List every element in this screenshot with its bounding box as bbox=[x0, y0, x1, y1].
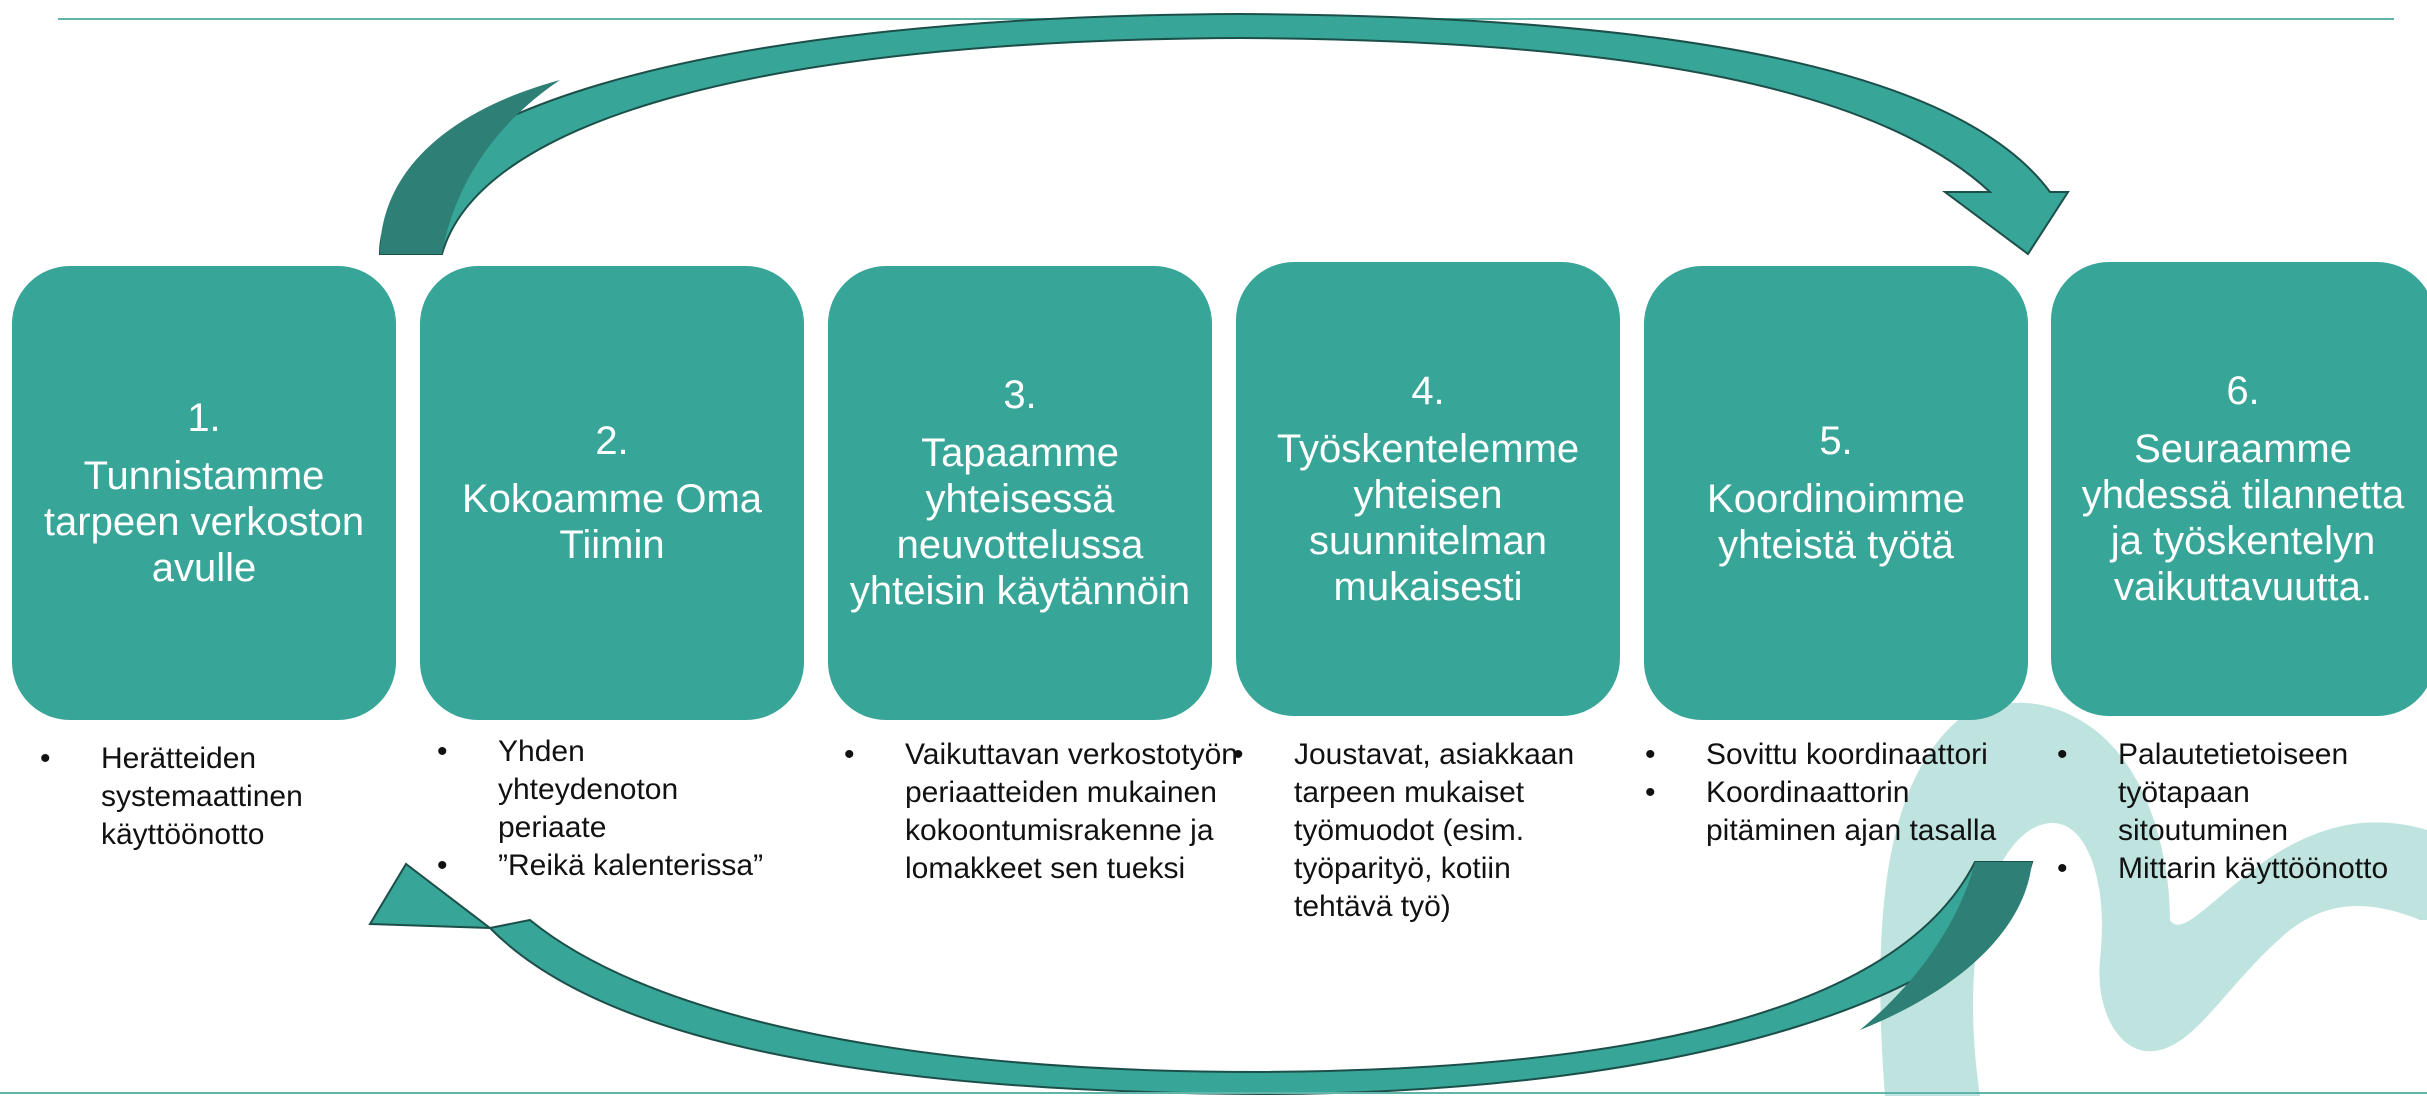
top-arrow-shade bbox=[380, 80, 560, 254]
list-item: Mittarin käyttöönotto bbox=[2053, 850, 2423, 888]
step-6-number: 6. bbox=[2226, 369, 2260, 413]
step-3-title: Tapaamme yhteisessä neuvottelussa yhteis… bbox=[849, 431, 1191, 613]
step-4-number: 4. bbox=[1411, 369, 1445, 413]
list-item: Herätteiden systemaattinen käyttöönotto bbox=[36, 740, 356, 854]
list-item: Koordinaattorin pitäminen ajan tasalla bbox=[1641, 774, 2031, 850]
step-6-bullets: Palautetietoiseen työtapaan sitoutuminen… bbox=[2053, 736, 2423, 888]
step-6-box: 6. Seuraamme yhdessä tilannetta ja työsk… bbox=[2051, 262, 2427, 716]
step-1-title: Tunnistamme tarpeen verkoston avulle bbox=[43, 454, 365, 590]
step-5-bullets: Sovittu koordinaattori Koordinaattorin p… bbox=[1641, 736, 2031, 850]
step-1-bullets: Herätteiden systemaattinen käyttöönotto bbox=[36, 740, 356, 854]
step-3-bullets: Vaikuttavan verkostotyön periaatteiden m… bbox=[840, 736, 1260, 888]
list-item: Palautetietoiseen työtapaan sitoutuminen bbox=[2053, 736, 2423, 850]
bottom-cycle-arrow bbox=[368, 861, 2034, 1096]
step-2-bullets: Yhden yhteydenoton periaate ”Reikä kalen… bbox=[433, 733, 798, 885]
step-2-title: Kokoamme Oma Tiimin bbox=[461, 477, 763, 567]
step-6-title: Seuraamme yhdessä tilannetta ja työskent… bbox=[2081, 427, 2405, 609]
bottom-arrow-shade bbox=[1860, 862, 2032, 1030]
list-item: Vaikuttavan verkostotyön periaatteiden m… bbox=[840, 736, 1260, 888]
step-5-number: 5. bbox=[1819, 419, 1853, 463]
step-3-box: 3. Tapaamme yhteisessä neuvottelussa yht… bbox=[828, 266, 1212, 720]
step-5-box: 5. Koordinoimme yhteistä työtä bbox=[1644, 266, 2028, 720]
list-item: Yhden yhteydenoton periaate bbox=[433, 733, 798, 847]
list-item: ”Reikä kalenterissa” bbox=[433, 847, 798, 885]
list-item: Joustavat, asiakkaan tarpeen mukaiset ty… bbox=[1229, 736, 1629, 926]
step-4-box: 4. Työskentelemme yhteisen suunnitelman … bbox=[1236, 262, 1620, 716]
top-cycle-arrow bbox=[378, 12, 2070, 256]
step-3-number: 3. bbox=[1003, 373, 1037, 417]
list-item: Sovittu koordinaattori bbox=[1641, 736, 2031, 774]
step-1-box: 1. Tunnistamme tarpeen verkoston avulle bbox=[12, 266, 396, 720]
step-2-number: 2. bbox=[595, 419, 629, 463]
bottom-rule bbox=[0, 1092, 2427, 1094]
step-4-bullets: Joustavat, asiakkaan tarpeen mukaiset ty… bbox=[1229, 736, 1629, 926]
step-4-title: Työskentelemme yhteisen suunnitelman muk… bbox=[1276, 427, 1580, 609]
step-5-title: Koordinoimme yhteistä työtä bbox=[1707, 477, 1965, 567]
step-1-number: 1. bbox=[187, 396, 221, 440]
step-2-box: 2. Kokoamme Oma Tiimin bbox=[420, 266, 804, 720]
